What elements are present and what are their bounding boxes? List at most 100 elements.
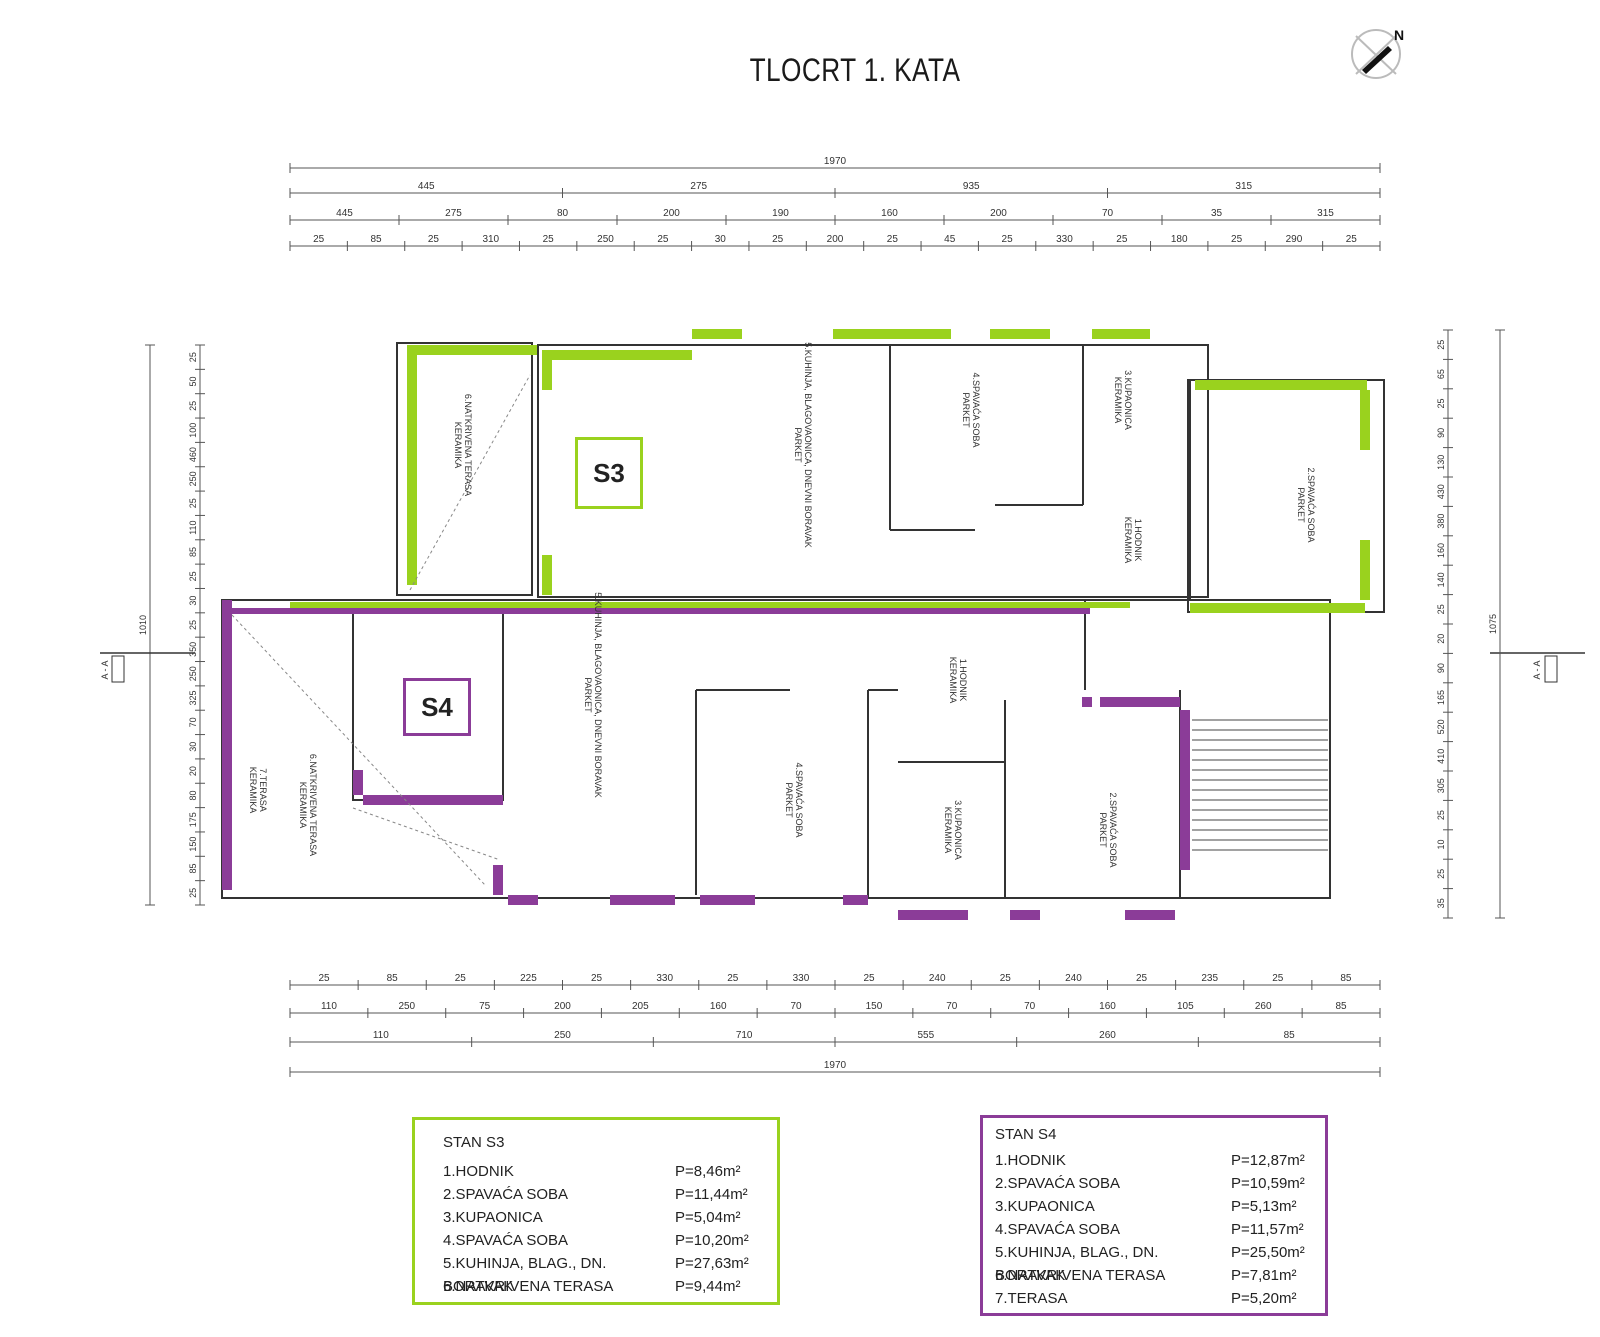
dim-label: 150 xyxy=(866,1001,883,1012)
room-name: 4.SPAVAĆA SOBA xyxy=(995,1221,1121,1238)
room-label: 2.SPAVAĆA SOBA xyxy=(1108,792,1118,867)
room-label: 5.KUHINJA, BLAGOVAONICA, DNEVNI BORAVAK xyxy=(803,342,813,548)
dim-label: 260 xyxy=(1255,1001,1272,1012)
s3-outline xyxy=(537,344,1209,598)
dim-label: 710 xyxy=(736,1030,753,1041)
dim-label: 200 xyxy=(827,234,844,245)
dim-label: 25 xyxy=(1346,234,1358,245)
dim-label: 310 xyxy=(482,234,499,245)
dim-label: 1970 xyxy=(824,1060,847,1071)
dim-label: 240 xyxy=(1065,973,1082,984)
room-label: 1.HODNIK xyxy=(958,659,968,702)
dim-label: 1010 xyxy=(138,615,148,635)
section-label: A - A xyxy=(1532,660,1542,679)
room-area: P=11,57m² xyxy=(1231,1221,1304,1238)
dim-bottom-overall: 1970 xyxy=(289,1060,1381,1077)
dim-label: 25 xyxy=(1436,340,1446,350)
dim-label: 35 xyxy=(1436,898,1446,908)
dim-right-overall: 1075 xyxy=(1488,329,1505,919)
dim-label: 110 xyxy=(373,1030,389,1041)
legend-row: 4.SPAVAĆA SOBA P=11,57m² xyxy=(995,1218,1305,1241)
room-floor: KERAMIKA xyxy=(1113,377,1123,424)
dim-label: 350 xyxy=(188,642,198,657)
room-name: 3.KUPAONICA xyxy=(995,1198,1095,1215)
dim-label: 175 xyxy=(188,812,198,827)
dim-label: 330 xyxy=(793,973,810,984)
room-label: 7.TERASA xyxy=(258,768,268,812)
dim-label: 85 xyxy=(188,547,198,557)
room-floor: KERAMIKA xyxy=(1123,517,1133,564)
room-label: 1.HODNIK xyxy=(1133,519,1143,562)
dim-label: 305 xyxy=(1436,778,1446,793)
dim-label: 160 xyxy=(881,208,898,219)
dim-label: 20 xyxy=(1436,634,1446,644)
dim-label: 30 xyxy=(715,234,727,245)
dim-label: 25 xyxy=(188,401,198,411)
room-area: P=27,63m² xyxy=(675,1255,749,1272)
dim-label: 330 xyxy=(1056,234,1073,245)
dim-label: 250 xyxy=(554,1030,571,1041)
room-area: P=8,46m² xyxy=(675,1163,741,1180)
dim-label: 25 xyxy=(1002,234,1014,245)
north-label: N xyxy=(1394,27,1404,43)
dim-label: 140 xyxy=(1436,572,1446,587)
room-area: P=11,44m² xyxy=(675,1186,748,1203)
dim-label: 235 xyxy=(1201,973,1218,984)
dim-label: 25 xyxy=(864,973,876,984)
dim-label: 200 xyxy=(554,1001,571,1012)
unit-s3-label: S3 xyxy=(575,437,643,509)
room-name: 4.SPAVAĆA SOBA xyxy=(443,1232,569,1249)
dim-label: 445 xyxy=(336,208,353,219)
dim-label: 30 xyxy=(188,742,198,752)
room-floor: PARKET xyxy=(961,392,971,428)
room-area: P=9,44m² xyxy=(675,1278,741,1295)
room-area: P=25,50m² xyxy=(1231,1244,1305,1261)
dim-label: 275 xyxy=(690,181,707,192)
dim-label: 200 xyxy=(663,208,680,219)
dim-label: 200 xyxy=(990,208,1007,219)
section-label: A - A xyxy=(100,660,110,679)
dim-label: 250 xyxy=(188,471,198,486)
dim-label: 70 xyxy=(1024,1001,1036,1012)
room-name: 2.SPAVAĆA SOBA xyxy=(995,1175,1121,1192)
dim-label: 205 xyxy=(632,1001,649,1012)
dim-label: 85 xyxy=(1340,973,1352,984)
room-name: 5.KUHINJA, BLAG., DN. BORAVAK xyxy=(995,1244,1159,1284)
dim-label: 275 xyxy=(445,208,462,219)
terrace-diagonals xyxy=(231,374,531,886)
dim-label: 250 xyxy=(188,666,198,681)
room-floor: PARKET xyxy=(583,677,593,713)
s3-wall-highlights xyxy=(290,329,1370,613)
dim-label: 85 xyxy=(1336,1001,1348,1012)
room-floor: KERAMIKA xyxy=(948,657,958,704)
room-area: P=10,59m² xyxy=(1231,1175,1305,1192)
s3-terrace-outline xyxy=(396,342,533,596)
dim-label: 1075 xyxy=(1488,614,1498,634)
drawing-title: TLOCRT 1. KATA xyxy=(749,52,961,88)
room-labels: 5.KUHINJA, BLAGOVAONICA, DNEVNI BORAVAK P… xyxy=(248,342,1316,867)
dim-label: 90 xyxy=(1436,663,1446,673)
s3-room-kitchen: 5.KUHINJA, BLAGOVAONICA, DNEVNI BORAVAKP… xyxy=(793,342,813,548)
room-name: 5.KUHINJA, BLAG., DN. BORAVAK xyxy=(443,1255,607,1295)
room-name: 6.NATKRIVENA TERASA xyxy=(995,1267,1166,1284)
dim-label: 180 xyxy=(1171,234,1188,245)
dim-label: 70 xyxy=(188,717,198,727)
dim-label: 25 xyxy=(319,973,331,984)
dim-label: 90 xyxy=(1436,428,1446,438)
dim-label: 290 xyxy=(1286,234,1303,245)
room-label: 2.SPAVAĆA SOBA xyxy=(1306,467,1316,542)
dim-label: 80 xyxy=(557,208,569,219)
dim-label: 70 xyxy=(1102,208,1114,219)
